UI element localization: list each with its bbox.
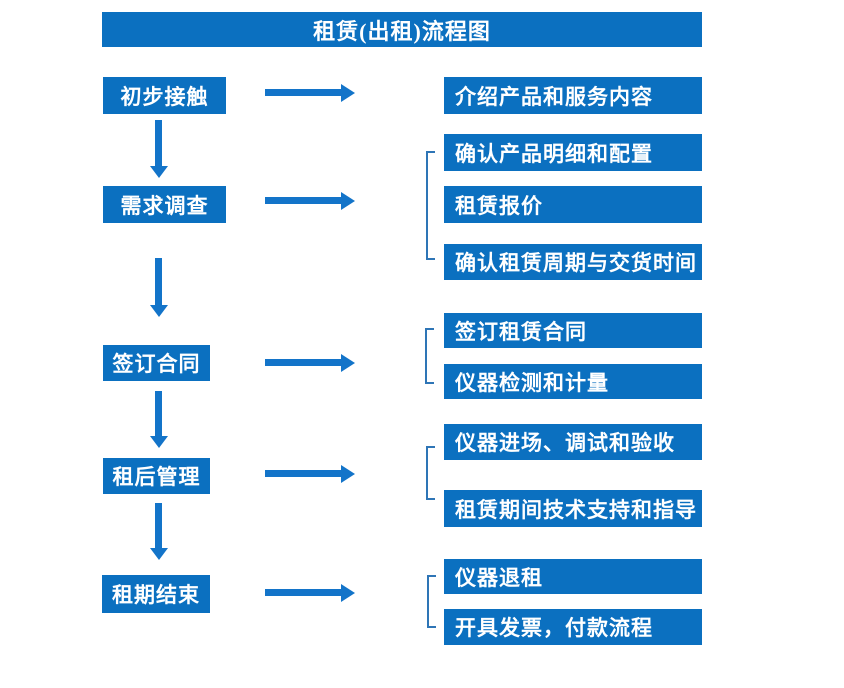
arrow-right-icon (265, 89, 341, 96)
arrow-down-icon (155, 120, 162, 166)
bracket-connector (425, 328, 434, 384)
arrow-down-icon (155, 391, 162, 436)
flow-step-box-post-rental-management: 租后管理 (103, 458, 210, 494)
flow-detail-box-confirm-rental-period: 确认租赁周期与交货时间 (444, 244, 702, 280)
flow-step-box-rental-end: 租期结束 (102, 575, 210, 613)
flow-detail-box-instrument-testing: 仪器检测和计量 (444, 364, 702, 399)
arrow-right-icon (265, 197, 341, 204)
flow-detail-box-instrument-return: 仪器退租 (444, 559, 702, 594)
bracket-connector (426, 446, 435, 500)
arrow-right-icon (265, 359, 341, 366)
flow-step-box-sign-contract: 签订合同 (103, 345, 210, 381)
arrow-right-icon (265, 589, 341, 596)
flow-detail-box-invoice-payment: 开具发票，付款流程 (444, 609, 702, 645)
bracket-connector (427, 575, 436, 628)
flow-step-box-initial-contact: 初步接触 (103, 77, 226, 114)
flow-detail-box-technical-support: 租赁期间技术支持和指导 (444, 490, 702, 527)
diagram-title: 租赁(出租)流程图 (102, 12, 702, 47)
flow-detail-box-introduce-products: 介绍产品和服务内容 (444, 77, 702, 114)
flow-detail-box-confirm-product-details: 确认产品明细和配置 (444, 134, 702, 171)
flow-detail-box-sign-rental-contract: 签订租赁合同 (444, 313, 702, 348)
arrow-down-icon (155, 503, 162, 548)
flow-step-box-demand-survey: 需求调查 (103, 186, 226, 223)
flow-detail-box-instrument-entry-acceptance: 仪器进场、调试和验收 (444, 424, 702, 460)
arrow-down-icon (155, 258, 162, 305)
bracket-connector (426, 151, 435, 260)
flow-detail-box-rental-quotation: 租赁报价 (444, 186, 702, 223)
arrow-right-icon (265, 470, 341, 477)
